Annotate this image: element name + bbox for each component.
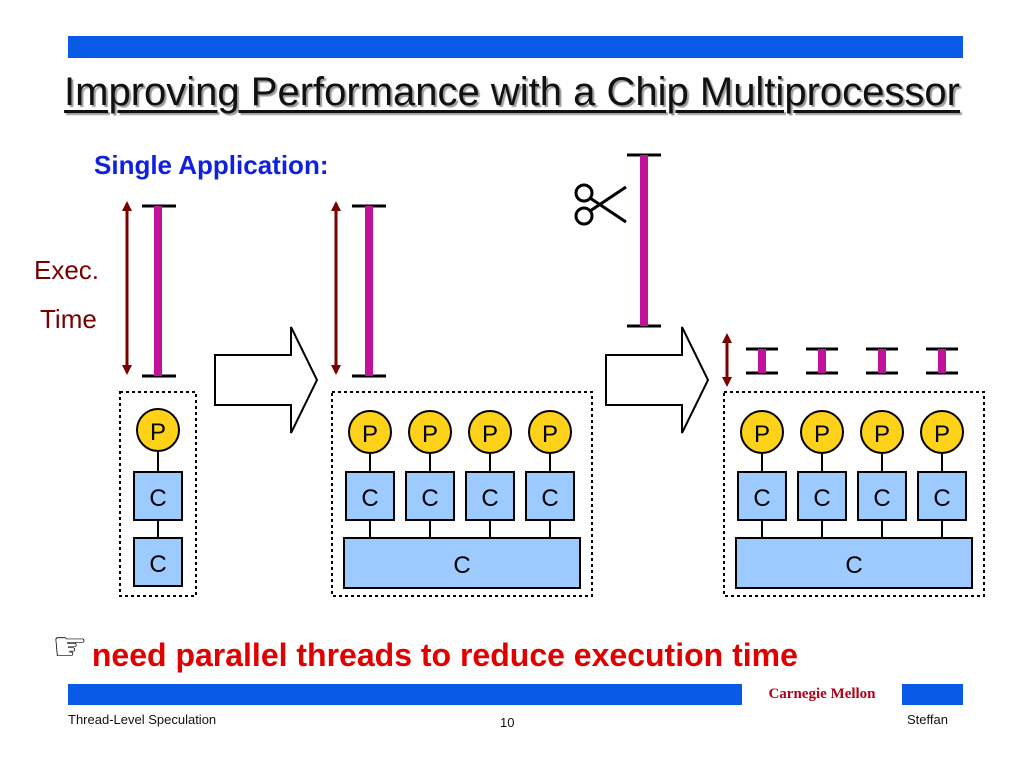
- l2-cache: [133, 537, 183, 587]
- shared-cache-label: C: [845, 552, 862, 579]
- processor-column: P C: [917, 410, 967, 538]
- l1-cache-label: C: [361, 485, 378, 512]
- thread-exec-bar: [746, 347, 778, 375]
- footer-right-text: Steffan: [907, 712, 948, 727]
- processor: [528, 410, 572, 454]
- shared-cache: [735, 537, 973, 589]
- processor-column: P C: [857, 410, 907, 538]
- thread-exec-bar: [806, 347, 838, 375]
- right-arrow-icon: [214, 326, 319, 434]
- l1-cache: [917, 471, 967, 521]
- chip-outline: [723, 391, 985, 597]
- l1-cache: [525, 471, 575, 521]
- exec-time-bar: [142, 204, 176, 378]
- pointing-hand-icon: ☞: [52, 625, 88, 669]
- processor: [408, 410, 452, 454]
- processor-column: P C: [797, 410, 847, 538]
- processor-label: P: [150, 419, 166, 446]
- l1-cache: [737, 471, 787, 521]
- processor-label: P: [422, 421, 438, 448]
- exec-time-label-line1: Exec.: [34, 255, 100, 285]
- l1-cache: [465, 471, 515, 521]
- exec-time-label-line2: Time: [40, 304, 97, 334]
- l1-cache-label: C: [873, 485, 890, 512]
- l1-cache: [405, 471, 455, 521]
- l2-cache-label: C: [149, 551, 166, 578]
- l1-cache-label: C: [149, 485, 166, 512]
- l1-cache-label: C: [481, 485, 498, 512]
- slide-subtitle: Single Application:: [94, 150, 329, 180]
- processor-label: P: [754, 421, 770, 448]
- processor-label: P: [814, 421, 830, 448]
- bottom-accent-bar: [68, 684, 963, 705]
- l1-cache-label: C: [813, 485, 830, 512]
- exec-time-bar: [352, 204, 386, 378]
- slide-title: Improving Performance with a Chip Multip…: [64, 70, 960, 114]
- l1-cache-label: C: [933, 485, 950, 512]
- footer-left-text: Thread-Level Speculation: [68, 712, 217, 727]
- right-arrow-icon: [605, 326, 710, 434]
- brand-logo-text: Carnegie Mellon: [742, 681, 902, 707]
- l1-cache-label: C: [541, 485, 558, 512]
- processor: [468, 410, 512, 454]
- processor: [348, 410, 392, 454]
- processor-label: P: [874, 421, 890, 448]
- chip-outline: [119, 391, 197, 597]
- processor: [800, 410, 844, 454]
- processor-column: P C: [345, 410, 395, 538]
- l1-cache: [133, 471, 183, 521]
- thread-exec-bar: [866, 347, 898, 375]
- takeaway-note: ☞need parallel threads to reduce executi…: [52, 624, 798, 674]
- shared-cache: [343, 537, 581, 589]
- processor-label: P: [362, 421, 378, 448]
- processor: [136, 408, 180, 452]
- page-number: 10: [500, 715, 515, 730]
- exec-time-bar: [627, 153, 661, 328]
- chip-outline: [331, 391, 593, 597]
- processor-column: P C: [525, 410, 575, 538]
- l1-cache: [797, 471, 847, 521]
- processor-column: P C: [465, 410, 515, 538]
- l1-cache: [857, 471, 907, 521]
- thread-exec-bar: [926, 347, 958, 375]
- processor-label: P: [482, 421, 498, 448]
- takeaway-text: need parallel threads to reduce executio…: [91, 637, 798, 673]
- processor-column: P C: [405, 410, 455, 538]
- processor: [860, 410, 904, 454]
- processor: [740, 410, 784, 454]
- shared-cache-label: C: [453, 552, 470, 579]
- processor-label: P: [542, 421, 558, 448]
- processor-label: P: [934, 421, 950, 448]
- scissors-icon: [574, 183, 627, 226]
- l1-cache: [345, 471, 395, 521]
- l1-cache-label: C: [753, 485, 770, 512]
- top-accent-bar: [68, 36, 963, 58]
- l1-cache-label: C: [421, 485, 438, 512]
- processor: [920, 410, 964, 454]
- processor-column: P C: [737, 410, 787, 538]
